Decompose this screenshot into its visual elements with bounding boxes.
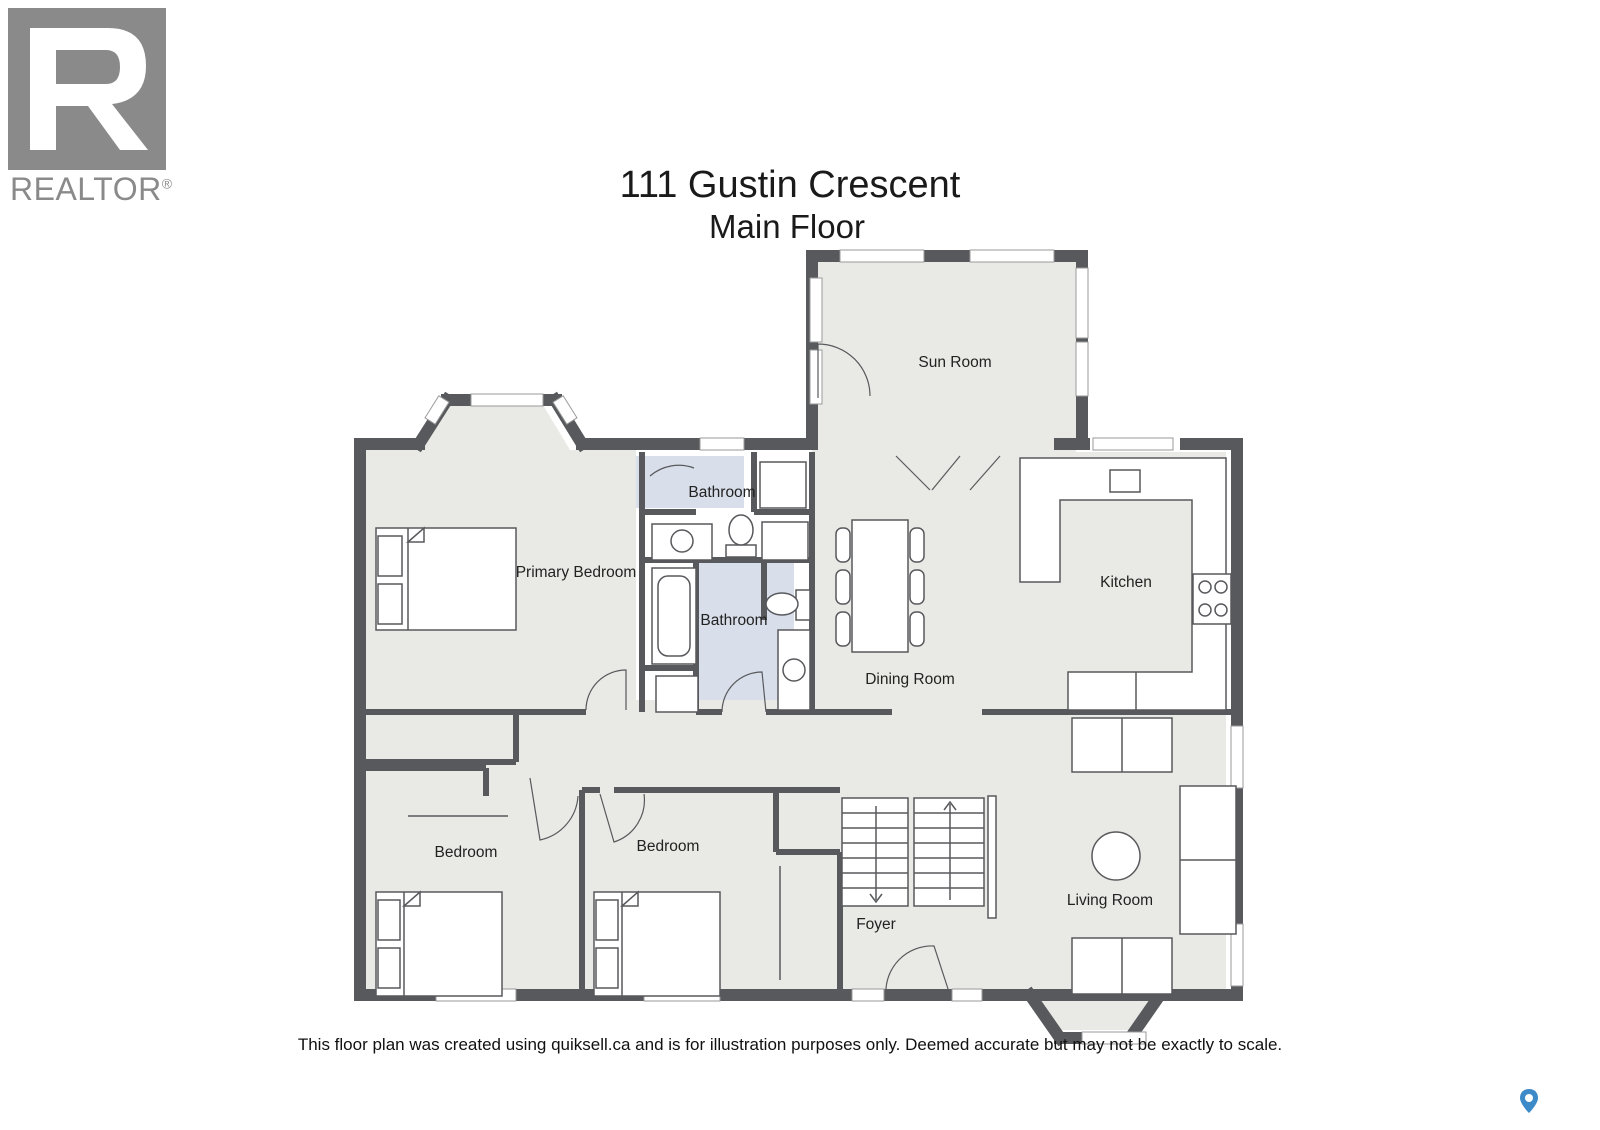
location-pin-icon[interactable] — [1518, 1088, 1540, 1114]
beds — [375, 526, 721, 997]
dining-table — [835, 519, 925, 653]
kitchen-counters — [1019, 457, 1232, 711]
disclaimer-text: This floor plan was created using quikse… — [297, 1035, 1283, 1054]
room-label-dining-room: Dining Room — [865, 671, 955, 688]
room-label-sun-room: Sun Room — [918, 354, 991, 371]
stairs — [841, 795, 997, 919]
doors — [404, 343, 1001, 996]
room-label-kitchen: Kitchen — [1100, 574, 1152, 591]
realtor-logo: REALTOR® — [8, 8, 183, 213]
room-label-bathroom-lower: Bathroom — [700, 612, 767, 629]
room-label-primary-bedroom: Primary Bedroom — [516, 564, 637, 581]
realtor-logo-text: REALTOR® — [10, 171, 173, 207]
living-furniture — [1071, 717, 1237, 995]
room-label-living-room: Living Room — [1067, 892, 1153, 909]
room-label-bathroom-upper: Bathroom — [688, 484, 755, 501]
page-title: 111 Gustin Crescent — [619, 164, 961, 206]
realtor-logo-mark — [8, 8, 166, 170]
page-subtitle: Main Floor — [709, 208, 865, 245]
bathroom-fixtures — [651, 461, 811, 713]
room-label-bedroom-left: Bedroom — [435, 844, 498, 861]
room-labels: Sun Room Bathroom Primary Bedroom Kitche… — [435, 354, 1154, 933]
room-label-foyer: Foyer — [856, 916, 896, 933]
realtor-r-letter — [30, 28, 148, 150]
room-label-bedroom-middle: Bedroom — [637, 838, 700, 855]
